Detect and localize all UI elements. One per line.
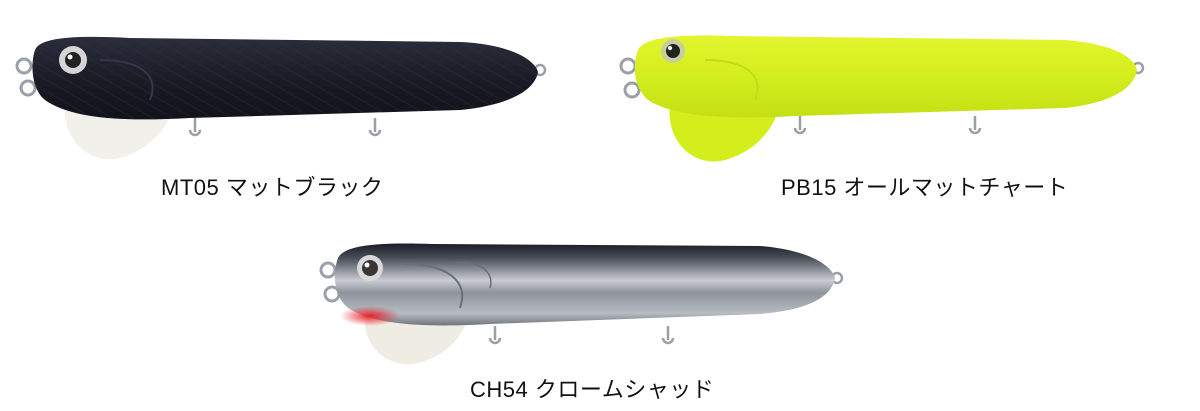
lure-pb15-image [619, 35, 1145, 162]
lure-mt05-caption: MT05 マットブラック [161, 175, 384, 200]
lure-mt05-image [15, 36, 547, 160]
lure-ch54-image [319, 243, 844, 365]
lure-ch54-caption: CH54 クロームシャッド [470, 377, 715, 402]
lure-pb15 [610, 28, 1170, 178]
lure-mt05 [10, 30, 570, 180]
lure-ch54 [310, 228, 870, 378]
lure-pb15-caption: PB15 オールマットチャート [781, 175, 1069, 200]
